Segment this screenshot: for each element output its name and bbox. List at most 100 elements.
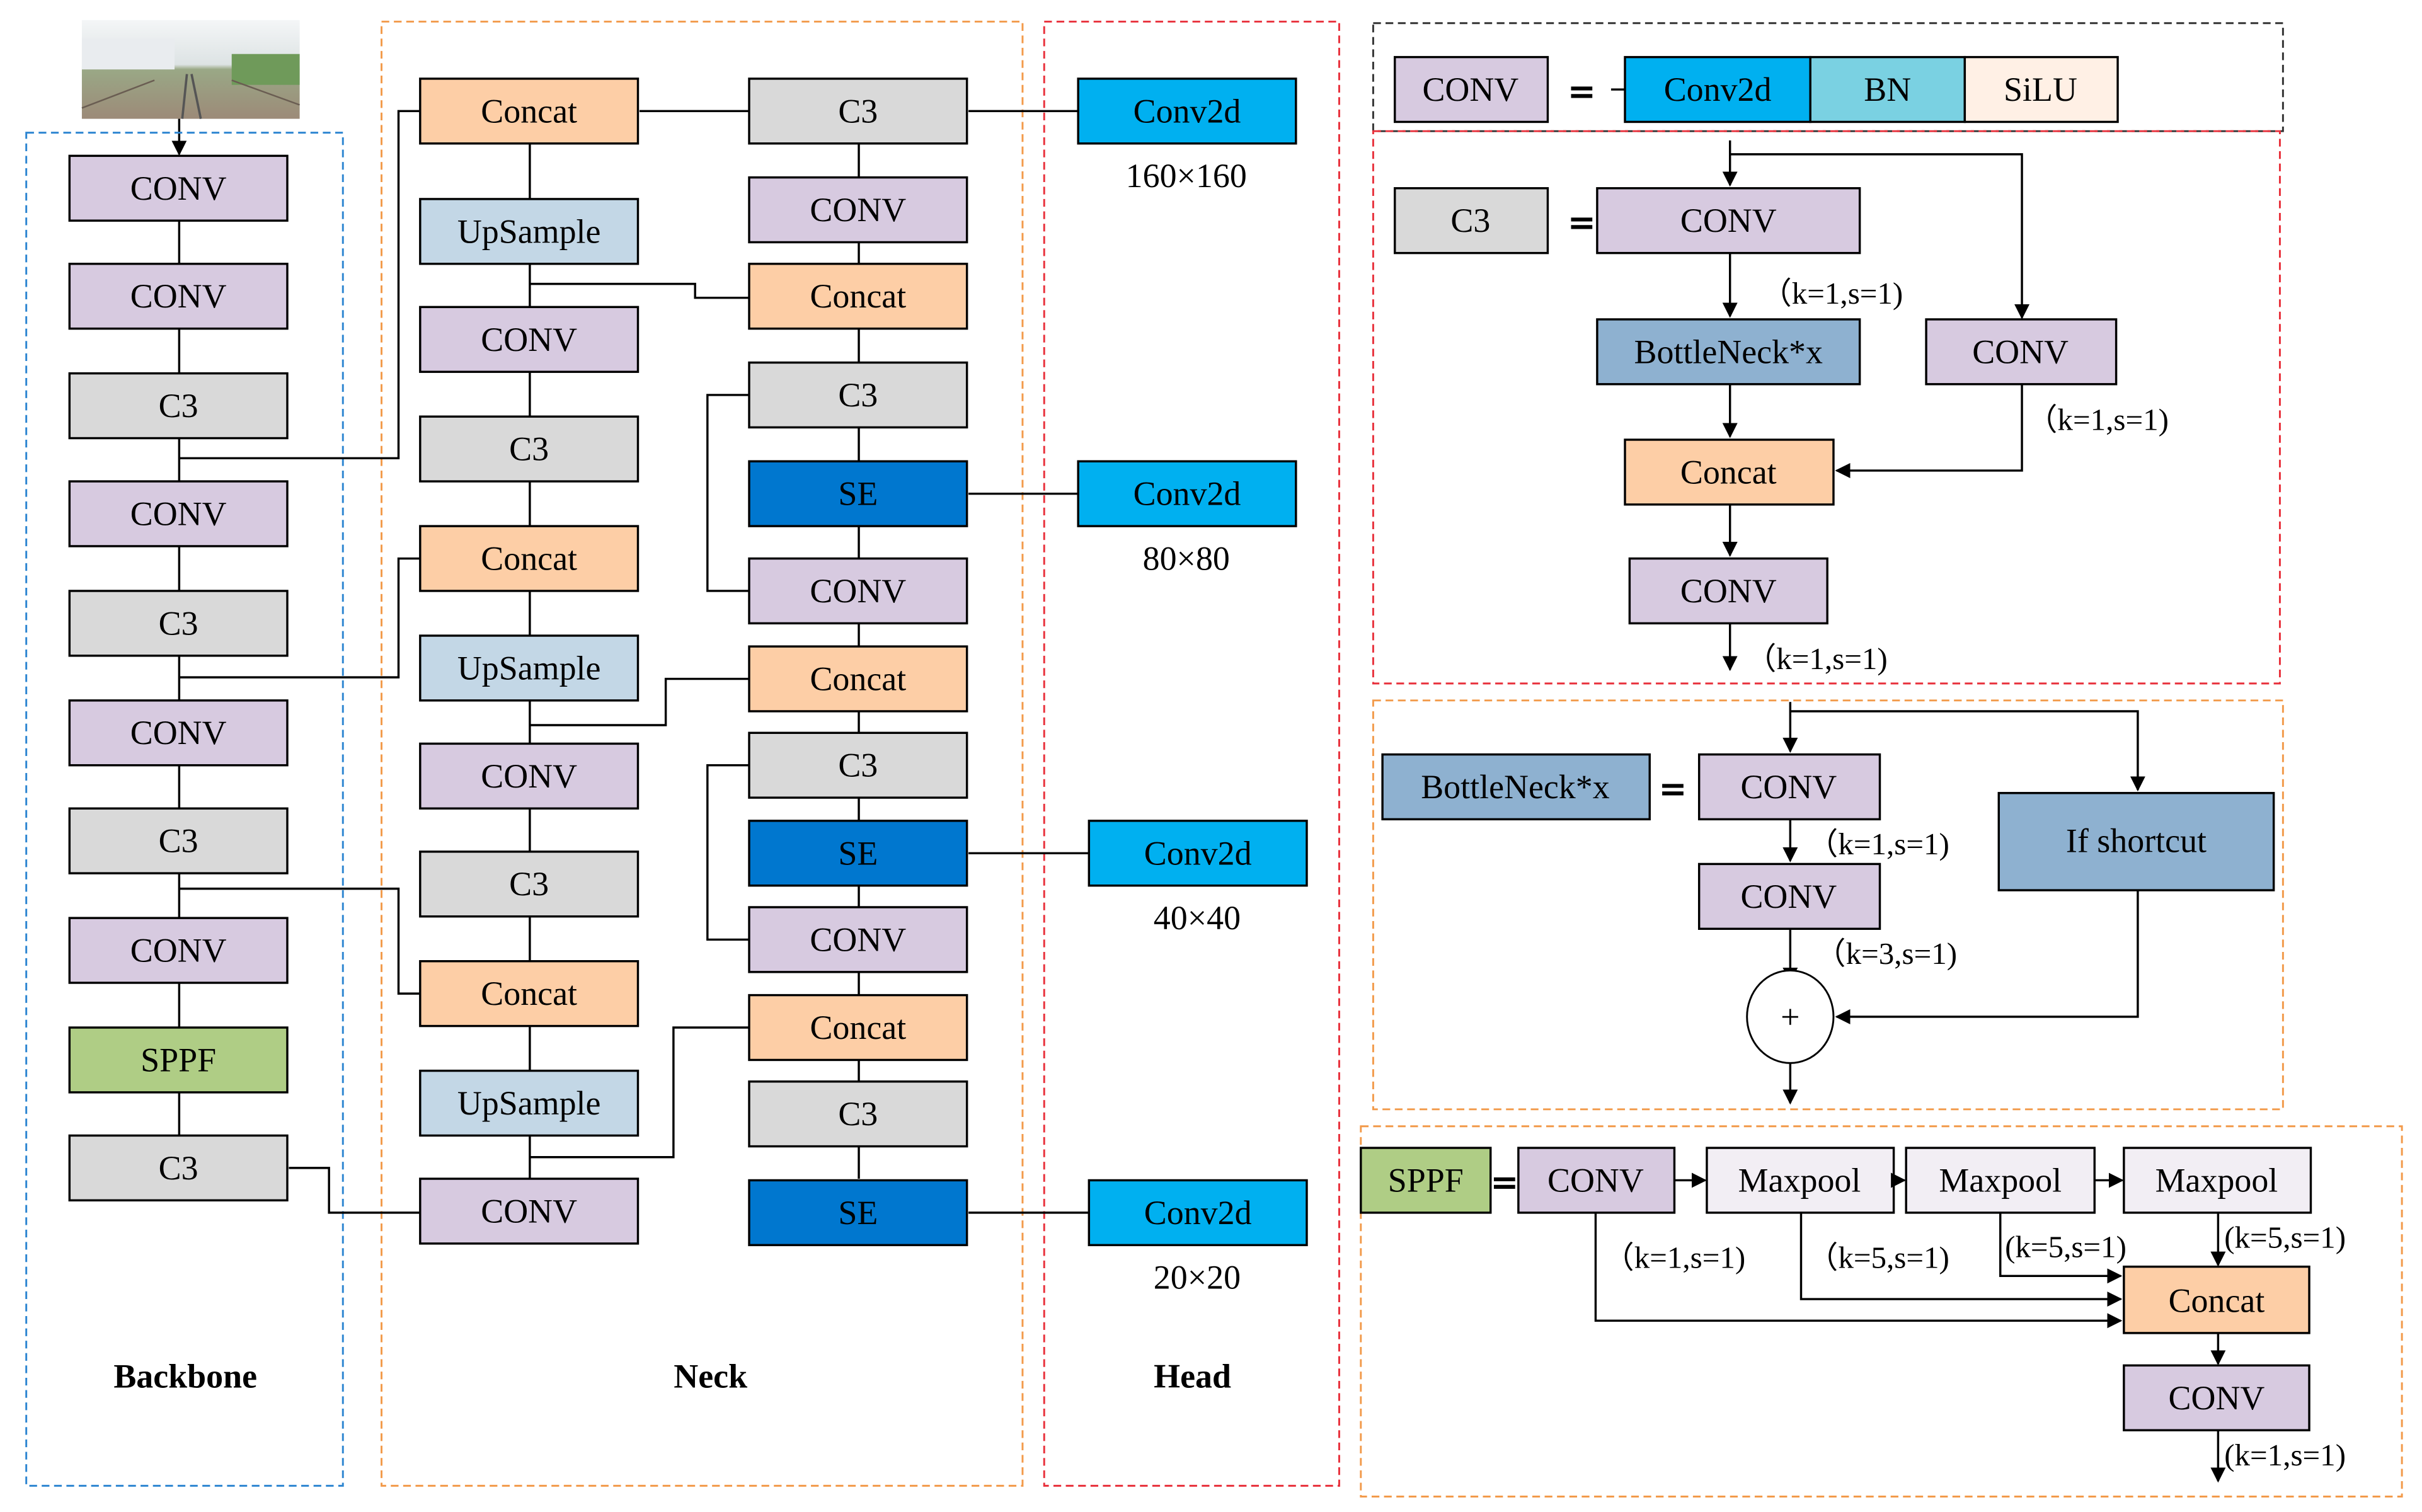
neck-left-upsample-block-6: UpSample: [419, 634, 640, 702]
c3-label: C3: [159, 1149, 198, 1187]
conv2d-label: Conv2d: [1144, 834, 1252, 872]
c3-conv-top-label: CONV: [1680, 202, 1777, 239]
neck-right-column: C3CONVConcatC3SECONVConcatC3SECONVConcat…: [748, 77, 968, 1247]
conv2d-box: [1088, 820, 1308, 887]
backbone-c3-block-5: C3: [68, 590, 289, 657]
backbone-border: [25, 132, 344, 1487]
backbone-conv-block-4: CONV: [68, 480, 289, 547]
c3-param-side: （k=1,s=1): [2026, 403, 2169, 437]
backbone-conv-block-2: CONV: [68, 263, 289, 330]
conv-box: [748, 557, 968, 625]
conv-label: CONV: [130, 169, 227, 207]
backbone-c3-block-10: C3: [68, 1134, 289, 1202]
maxpool-1-box: [1706, 1147, 1895, 1214]
concat-box: [748, 645, 968, 713]
concat-box: [748, 263, 968, 330]
backbone-sppf-block-9: SPPF: [68, 1026, 289, 1094]
conv-box: [68, 699, 289, 767]
conv-definition: CONV = Conv2d BN SiLU: [1394, 55, 2119, 123]
c3-box: [68, 1134, 289, 1202]
se-box: [748, 1179, 968, 1247]
conv2d-box: [1077, 77, 1297, 145]
c3-label: C3: [838, 747, 878, 784]
bottleneck-conv2-label: CONV: [1740, 878, 1837, 915]
conv-box: [419, 742, 640, 810]
conv-box: [68, 480, 289, 547]
neck-right-conv-block-6: CONV: [748, 557, 968, 625]
neck-right-c3-block-4: C3: [748, 361, 968, 429]
c3-bottleneck-box: [1596, 318, 1861, 386]
neck-border: [381, 20, 1024, 1487]
concat-label: Concat: [810, 1009, 906, 1046]
bottleneck-conv1-label: CONV: [1740, 768, 1837, 806]
sppf-param-maxpool1: （k=5,s=1): [1807, 1240, 1949, 1274]
neck-left-upsample-block-10: UpSample: [419, 1069, 640, 1137]
neck-left-conv-block-11: CONV: [419, 1177, 640, 1245]
conv-box: [419, 306, 640, 373]
conv-box: [68, 263, 289, 330]
maxpool-3-label: Maxpool: [2155, 1161, 2278, 1199]
conv-box: [68, 917, 289, 984]
neck-right-c3-block-1: C3: [748, 77, 968, 145]
c3-bottleneck-label: BottleNeck*x: [1634, 333, 1823, 370]
feature-map-size-label: 40×40: [1154, 899, 1241, 937]
sppf-concat-label: Concat: [2169, 1282, 2265, 1320]
c3-label: C3: [159, 387, 198, 425]
conv2d-label: Conv2d: [1144, 1194, 1252, 1232]
neck-left-c3-block-8: C3: [419, 850, 640, 918]
neck-left-concat-block-9: Concat: [419, 960, 640, 1028]
c3-conv-top-box: [1596, 187, 1861, 255]
sppf-label: SPPF: [141, 1041, 216, 1079]
c3-box: [748, 731, 968, 799]
c3-box: [419, 850, 640, 918]
conv-label: CONV: [130, 277, 227, 315]
bottleneck-definition-border: [1372, 699, 2284, 1111]
sppf-def-name-box: [1360, 1147, 1492, 1214]
equals-sign: =: [1490, 1162, 1518, 1201]
c3-box: [748, 361, 968, 429]
c3-conv-side-box: [1925, 318, 2118, 386]
backbone-conv-block-6: CONV: [68, 699, 289, 767]
conv-box: [748, 176, 968, 244]
head-conv2d-block-3: Conv2d: [1088, 820, 1308, 887]
backbone-c3-block-3: C3: [68, 372, 289, 440]
maxpool-2-box: [1905, 1147, 2096, 1214]
head-border: [1043, 20, 1340, 1487]
concat-box: [419, 525, 640, 592]
sppf-param-maxpool3: (k=5,s=1): [2224, 1220, 2346, 1255]
c3-def-name: C3: [1450, 202, 1490, 239]
c3-label: C3: [838, 376, 878, 414]
concat-label: Concat: [810, 660, 906, 698]
input-image: [81, 20, 301, 119]
equals-sign: =: [1568, 71, 1596, 111]
neck-left-concat-block-1: Concat: [419, 77, 640, 145]
c3-conv-out-label: CONV: [1680, 572, 1777, 610]
c3-label: C3: [509, 430, 549, 468]
head-conv2d-block-1: Conv2d: [1077, 77, 1297, 145]
conv-label: CONV: [481, 321, 577, 358]
conv2d-box: [1077, 460, 1297, 527]
neck-right-c3-block-8: C3: [748, 731, 968, 799]
se-label: SE: [838, 475, 878, 513]
neck-left-column: ConcatUpSampleCONVC3ConcatUpSampleCONVC3…: [419, 77, 640, 1245]
c3-box: [748, 1080, 968, 1148]
backbone-title: Backbone: [113, 1358, 257, 1395]
conv2d-label: Conv2d: [1134, 92, 1241, 130]
neck-title: Neck: [674, 1358, 747, 1395]
upsample-box: [419, 198, 640, 265]
c3-label: C3: [509, 865, 549, 903]
equals-sign: =: [1568, 202, 1596, 242]
equals-sign: =: [1658, 769, 1687, 808]
backbone-conv-block-8: CONV: [68, 917, 289, 984]
conv-label: CONV: [810, 920, 906, 958]
concat-box: [748, 994, 968, 1062]
head-conv2d-block-2: Conv2d: [1077, 460, 1297, 527]
neck-right-concat-block-7: Concat: [748, 645, 968, 713]
c3-box: [68, 807, 289, 874]
sppf-definition-border: [1360, 1125, 2403, 1498]
c3-box: [68, 372, 289, 440]
c3-concat-box: [1624, 438, 1835, 506]
silu-part-label: SiLU: [2004, 71, 2077, 108]
c3-conv-side-label: CONV: [1972, 333, 2069, 370]
c3-definition: C3 = CONV （k=1,s=1) BottleNeck*x CONV （k…: [1394, 140, 2169, 676]
